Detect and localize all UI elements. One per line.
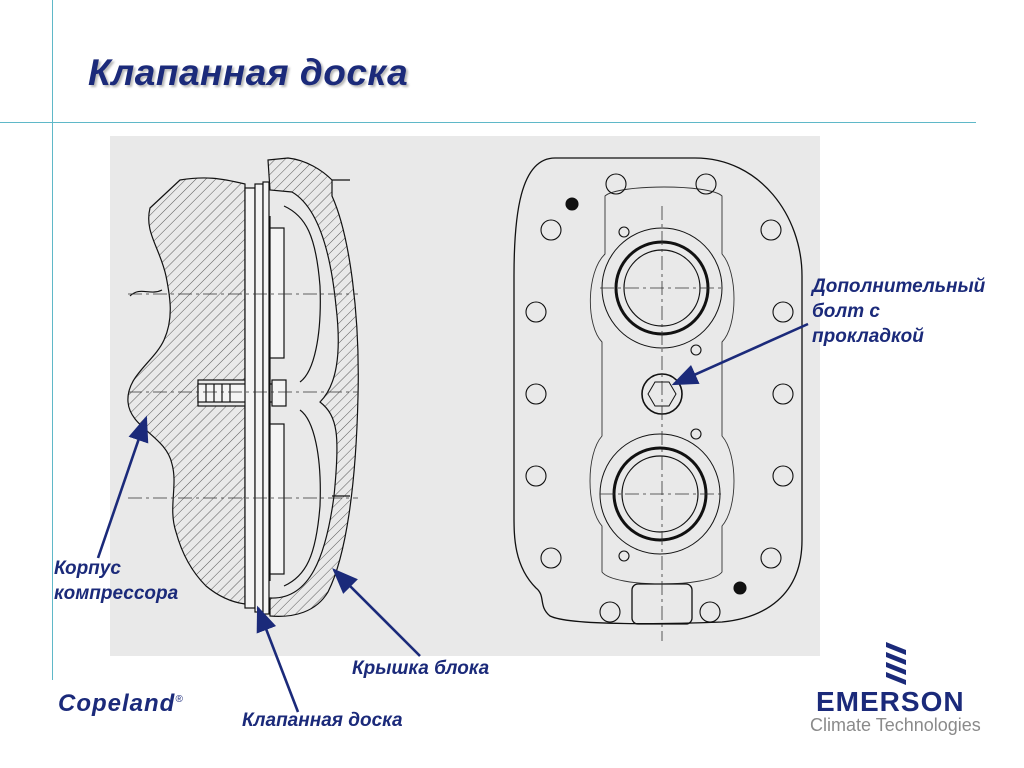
- horizontal-accent-line: [0, 122, 976, 123]
- compressor-housing-section: [127, 177, 246, 605]
- extra-bolt-callout-line-3: прокладкой: [812, 326, 924, 347]
- front-view: [513, 157, 803, 641]
- valve-plate-outline: [513, 157, 803, 625]
- copeland-logo: Copeland®: [58, 690, 184, 718]
- extra-bolt-callout-label: Дополнительный болт с прокладкой: [812, 274, 985, 349]
- emerson-logo-icon: [886, 642, 906, 685]
- copeland-registered-mark: ®: [175, 694, 184, 705]
- valve-plate-callout-label: Клапанная доска: [242, 710, 403, 731]
- extra-bolt-callout-line-1: Дополнительный: [812, 276, 986, 297]
- valve-plate-drawing: [127, 157, 803, 641]
- side-section-view: [127, 157, 359, 617]
- extra-bolt-callout-line-2: болт с: [812, 301, 880, 322]
- housing-callout-line-1: Корпус: [54, 558, 121, 579]
- housing-callout-label: Корпус компрессора: [54, 556, 178, 606]
- emerson-logo-text: EMERSON: [816, 686, 965, 717]
- vertical-accent-line: [52, 0, 53, 680]
- copeland-logo-text: Copeland: [58, 690, 176, 717]
- valve-plate-section: [244, 187, 256, 609]
- emerson-tagline: Climate Technologies: [810, 715, 981, 735]
- page-title: Клапанная доска: [88, 52, 409, 93]
- cover-callout-label: Крышка блока: [352, 658, 490, 679]
- housing-callout-line-2: компрессора: [54, 583, 179, 604]
- technical-drawing-panel: [110, 136, 820, 656]
